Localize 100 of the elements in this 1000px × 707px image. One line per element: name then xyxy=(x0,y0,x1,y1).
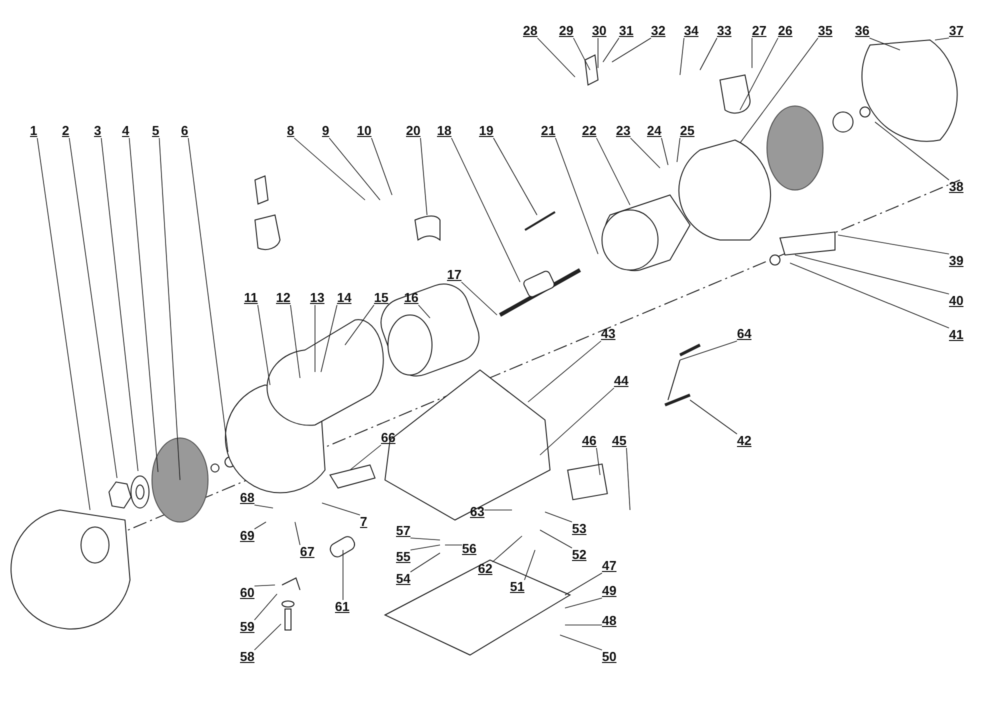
leader-line xyxy=(740,38,818,144)
leader-line xyxy=(740,38,778,110)
callout-number: 38 xyxy=(949,180,964,194)
callout-number: 4 xyxy=(122,124,130,138)
callout-number: 35 xyxy=(818,24,832,38)
callout-number: 7 xyxy=(360,515,368,529)
leader-line xyxy=(560,634,602,650)
leader-line xyxy=(869,38,900,50)
callout-number: 26 xyxy=(778,24,792,38)
leader-line xyxy=(790,262,950,328)
leader-line xyxy=(100,138,138,472)
leader-line xyxy=(596,138,630,206)
callout-number: 2 xyxy=(62,124,70,138)
leader-line xyxy=(794,254,950,294)
callout-number: 49 xyxy=(602,584,616,598)
leader-line xyxy=(314,304,316,372)
callout-number: 3 xyxy=(94,124,102,138)
callout-number: 45 xyxy=(612,434,626,448)
callout-number: 14 xyxy=(337,291,352,305)
callout-number: 37 xyxy=(949,24,964,38)
callout-number: 33 xyxy=(717,24,732,38)
leader-line xyxy=(493,138,538,216)
leader-line xyxy=(612,38,652,62)
callout-number: 58 xyxy=(240,650,254,664)
leader-line xyxy=(461,282,498,316)
callout-number: 47 xyxy=(602,559,616,573)
callout-number: 27 xyxy=(752,24,766,38)
callout-number: 60 xyxy=(240,586,254,600)
callout-number: 18 xyxy=(437,124,452,138)
leader-line xyxy=(294,138,366,200)
leader-line xyxy=(690,400,738,434)
leader-line xyxy=(328,138,380,200)
callout-number: 6 xyxy=(181,124,188,138)
callout-number: 54 xyxy=(396,572,410,586)
leader-line xyxy=(700,38,718,70)
leader-line xyxy=(564,572,602,596)
callout-number: 61 xyxy=(335,600,350,614)
callout-number: 41 xyxy=(949,328,964,342)
leader-line xyxy=(350,444,382,470)
callout-number: 51 xyxy=(510,580,524,594)
leader-line xyxy=(540,388,614,456)
leader-line xyxy=(254,504,274,508)
leader-line xyxy=(874,122,950,180)
leader-line xyxy=(537,38,576,78)
leader-line xyxy=(342,550,344,600)
leader-line xyxy=(573,38,590,70)
callout-number: 62 xyxy=(478,562,492,576)
leader-line xyxy=(294,522,300,546)
callout-number: 36 xyxy=(855,24,870,38)
leader-line xyxy=(680,340,738,360)
callout-number: 63 xyxy=(470,505,484,519)
leader-line xyxy=(838,234,950,254)
callout-number: 29 xyxy=(559,24,574,38)
leader-line xyxy=(257,304,270,386)
leader-line xyxy=(630,138,660,168)
callout-number: 34 xyxy=(684,24,698,38)
callout-number: 66 xyxy=(381,431,396,445)
leader-line xyxy=(676,138,680,162)
callout-number: 44 xyxy=(614,374,628,388)
callout-number: 11 xyxy=(244,291,258,305)
leader-line xyxy=(290,304,300,378)
leader-line xyxy=(344,304,374,346)
leader-line xyxy=(626,448,630,510)
callout-number: 43 xyxy=(601,327,616,341)
callout-number: 28 xyxy=(523,24,538,38)
leader-line xyxy=(540,530,572,548)
callout-number: 22 xyxy=(582,124,596,138)
callout-number: 69 xyxy=(240,529,254,543)
leader-line xyxy=(418,304,430,318)
callout-number: 32 xyxy=(651,24,666,38)
callout-number: 5 xyxy=(152,124,160,138)
callout-number: 42 xyxy=(737,434,752,448)
callout-number: 48 xyxy=(602,614,616,628)
callout-number: 21 xyxy=(541,124,556,138)
callout-number: 10 xyxy=(357,124,372,138)
leader-line xyxy=(564,624,602,626)
leader-line xyxy=(410,538,440,540)
leader-line xyxy=(254,522,266,530)
callout-number: 1 xyxy=(30,124,38,138)
callout-number: 16 xyxy=(404,291,418,305)
callout-number: 23 xyxy=(616,124,630,138)
leader-line xyxy=(254,584,276,586)
callout-number: 19 xyxy=(479,124,494,138)
callout-number: 46 xyxy=(582,434,596,448)
leader-line xyxy=(680,38,684,76)
callout-number: 56 xyxy=(462,542,476,556)
callout-number: 68 xyxy=(240,491,254,505)
callout-number: 30 xyxy=(592,24,606,38)
leader-line xyxy=(254,594,278,620)
leader-line xyxy=(524,550,536,580)
callout-number: 53 xyxy=(572,522,586,536)
callout-number: 13 xyxy=(310,291,324,305)
leader-line xyxy=(420,138,428,216)
leader-line xyxy=(254,624,282,650)
leader-line xyxy=(661,138,668,166)
leader-line xyxy=(528,340,602,402)
leader-line xyxy=(410,544,440,550)
leader-line xyxy=(68,138,118,478)
callout-number: 31 xyxy=(619,24,634,38)
leader-line xyxy=(322,502,360,516)
